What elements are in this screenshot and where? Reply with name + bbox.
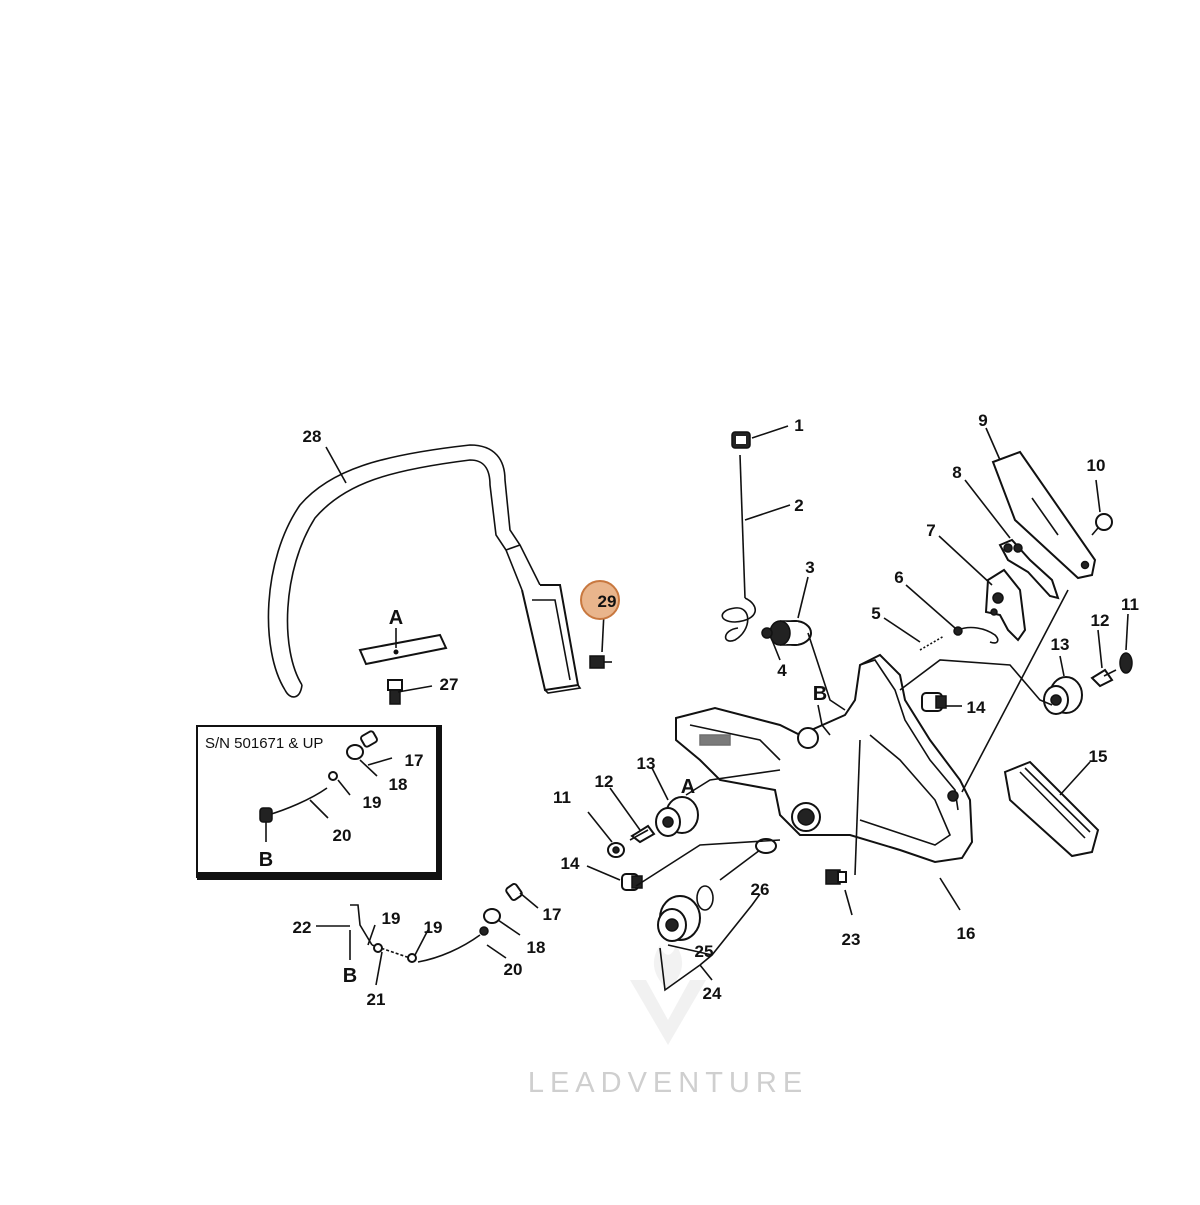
- inset-title: S/N 501671 & UP: [205, 735, 323, 752]
- callout-13-left: 13: [637, 754, 656, 773]
- mount-13-right-part: [1043, 676, 1083, 715]
- callout-14-right: 14: [967, 698, 986, 717]
- callout-2: 2: [794, 496, 803, 515]
- callout-25: 25: [695, 942, 714, 961]
- callout-15: 15: [1089, 747, 1108, 766]
- leader-lines: [265, 425, 1129, 992]
- lever-7-part: [984, 568, 1027, 642]
- callout-26: 26: [751, 880, 770, 899]
- callout-20-inset: 20: [333, 826, 352, 845]
- section-letter-a-upper: A: [389, 607, 403, 629]
- section-letter-b-hose: B: [343, 965, 357, 987]
- callout-17-inset: 17: [405, 751, 424, 770]
- section-letter-b-body: B: [813, 683, 827, 705]
- bolt-12-right-part: [1090, 668, 1117, 688]
- pin-26-part: [719, 838, 777, 881]
- spring-5-part: [919, 635, 945, 651]
- rear-handle-body-part: [675, 653, 974, 864]
- callout-28: 28: [303, 427, 322, 446]
- trigger-8-part: [998, 538, 1060, 600]
- callout-20: 20: [504, 960, 523, 979]
- bolt-27-part: [387, 679, 403, 705]
- callout-27: 27: [440, 675, 459, 694]
- callout-labels: 28 27 1 2 3 4 5 6 7 8 9 10 11 12 13 14 1…: [293, 411, 1139, 1009]
- handle-bracket-part: [358, 633, 448, 666]
- pad-15-part: [1003, 760, 1100, 858]
- ring-25-part: [696, 885, 714, 911]
- callout-3: 3: [805, 558, 814, 577]
- callout-18: 18: [527, 938, 546, 957]
- bushing-14-left-part: [621, 873, 643, 891]
- callout-4: 4: [777, 661, 787, 680]
- callout-29[interactable]: 29: [598, 592, 617, 611]
- callout-24: 24: [703, 984, 722, 1003]
- buffer-3-part: [769, 620, 812, 646]
- front-handle-part: [267, 444, 582, 698]
- mount-13-left-part: [655, 796, 699, 837]
- handle-cover-9-part: [991, 450, 1097, 580]
- callout-21: 21: [367, 990, 386, 1009]
- washer-11-left-part: [607, 842, 625, 858]
- callout-14-left: 14: [561, 854, 580, 873]
- bolt-12-left-part: [629, 824, 656, 844]
- hose-assembly-part: [350, 883, 523, 963]
- callout-7: 7: [926, 521, 935, 540]
- callout-10: 10: [1087, 456, 1106, 475]
- highlight-marker[interactable]: [580, 580, 620, 620]
- callout-17: 17: [543, 905, 562, 924]
- callout-13-right: 13: [1051, 635, 1070, 654]
- callout-12-left: 12: [595, 772, 614, 791]
- callout-22: 22: [293, 918, 312, 937]
- callout-9: 9: [978, 411, 987, 430]
- screw-10-part: [1091, 513, 1113, 536]
- callout-11-right: 11: [1121, 595, 1139, 614]
- callout-8: 8: [952, 463, 961, 482]
- callout-19-right: 19: [424, 918, 443, 937]
- callout-5: 5: [871, 604, 880, 623]
- callout-18-inset: 18: [389, 775, 408, 794]
- mount-24-part: [657, 895, 701, 942]
- callout-12-right: 12: [1091, 611, 1110, 630]
- callout-1: 1: [794, 416, 803, 435]
- inset-parts: [259, 730, 378, 823]
- inset-box: [196, 725, 442, 880]
- washer-11-right-part: [1119, 652, 1133, 674]
- bolt-23-part: [825, 869, 847, 885]
- rod-part: [721, 454, 756, 642]
- cable-6-part: [953, 626, 999, 644]
- section-letter-a-lower: A: [681, 776, 695, 798]
- callout-6: 6: [894, 568, 903, 587]
- section-letter-b-inset: B: [259, 849, 273, 871]
- bushing-14-right-part: [921, 692, 947, 712]
- nut-1-part: [731, 431, 751, 449]
- screw-29-part: [589, 655, 612, 669]
- callout-16: 16: [957, 924, 976, 943]
- callout-23: 23: [842, 930, 861, 949]
- callout-19-inset: 19: [363, 793, 382, 812]
- washer-4-part: [761, 627, 773, 639]
- callout-19-left: 19: [382, 909, 401, 928]
- callout-11-left: 11: [553, 788, 571, 807]
- watermark-text: LEADVENTURE: [528, 1067, 808, 1099]
